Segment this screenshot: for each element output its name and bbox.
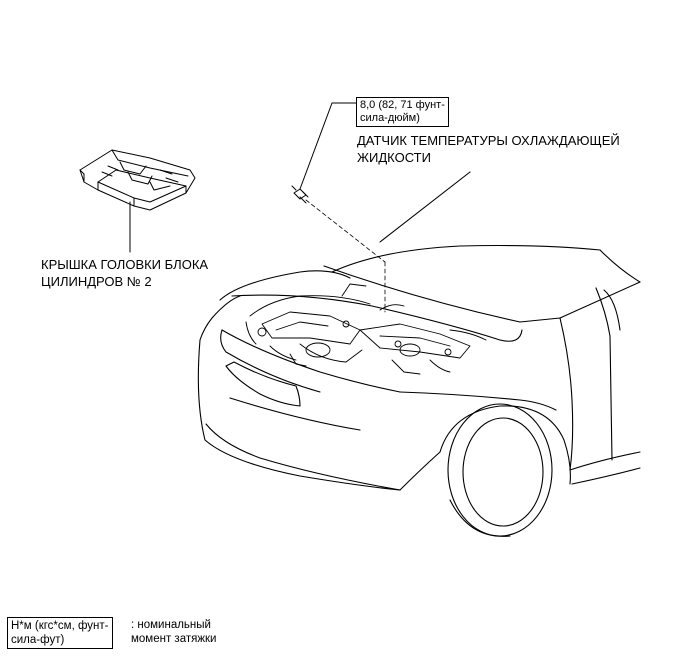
legend-box-line-1: Н*м (кгс*см, фунт- xyxy=(11,620,109,632)
sensor-torque-spec-box: 8,0 (82, 71 фунт- сила-дюйм) xyxy=(356,97,449,127)
cover-label-line-2: ЦИЛИНДРОВ № 2 xyxy=(41,274,152,289)
legend-desc-line-1: : номинальный xyxy=(131,619,211,631)
sensor-locator-dashes xyxy=(305,199,386,313)
sensor-label-line-1: ДАТЧИК ТЕМПЕРАТУРЫ ОХЛАЖДАЮЩЕЙ xyxy=(357,133,620,148)
sensor-torque-line-1: 8,0 (82, 71 фунт- xyxy=(360,99,445,111)
engine-bay-detail-drawing xyxy=(245,283,487,375)
coolant-temperature-sensor-label: ДАТЧИК ТЕМПЕРАТУРЫ ОХЛАЖДАЮЩЕЙ ЖИДКОСТИ xyxy=(357,132,620,166)
torque-legend-box: Н*м (кгс*см, фунт- сила-фут) xyxy=(7,617,113,649)
sensor-leader-line xyxy=(299,102,357,190)
coolant-temperature-sensor-drawing xyxy=(291,185,309,204)
cylinder-head-cover-drawing xyxy=(79,149,196,211)
sensor-torque-line-2: сила-дюйм) xyxy=(360,112,420,124)
legend-box-line-2: сила-фут) xyxy=(11,634,65,646)
cover-label-line-1: КРЫШКА ГОЛОВКИ БЛОКА xyxy=(41,257,209,272)
vehicle-outline-drawing xyxy=(197,171,641,537)
sensor-label-line-2: ЖИДКОСТИ xyxy=(357,150,431,165)
torque-legend-description: : номинальный момент затяжки xyxy=(131,618,216,646)
legend-desc-line-2: момент затяжки xyxy=(131,633,217,645)
cylinder-head-cover-label: КРЫШКА ГОЛОВКИ БЛОКА ЦИЛИНДРОВ № 2 xyxy=(41,256,208,290)
